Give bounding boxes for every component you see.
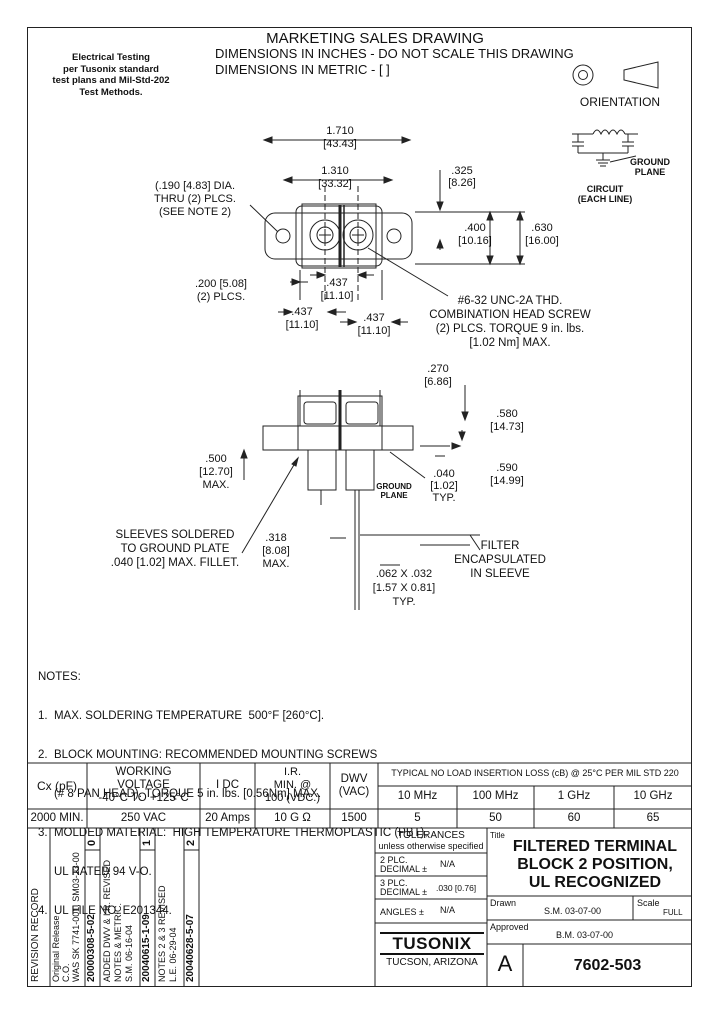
dim-590: .590[14.99] bbox=[490, 462, 524, 487]
circuit-label: CIRCUIT (EACH LINE) bbox=[577, 184, 633, 204]
dim-040: .040[1.02]TYP. bbox=[430, 468, 458, 504]
screw-note: #6-32 UNC-2A THD.COMBINATION HEAD SCREW(… bbox=[429, 295, 591, 349]
tusonix-logo: TUSONIX bbox=[380, 932, 484, 955]
cell-idc: 20 Amps bbox=[205, 812, 250, 824]
dim-580: .580[14.73] bbox=[490, 408, 524, 433]
revision-code-0: 20000308-5-02 bbox=[86, 914, 97, 982]
drawn-value: S.M. 03-07-00 bbox=[544, 906, 602, 916]
dimension-note: DIMENSIONS IN INCHES - DO NOT SCALE THIS… bbox=[215, 46, 574, 61]
approved-value: B.M. 03-07-00 bbox=[556, 930, 614, 940]
approved-label: Approved bbox=[490, 922, 529, 932]
tol-2plc-label: 2 PLC.DECIMAL ± bbox=[380, 855, 428, 874]
cell-ir: 10 G Ω bbox=[274, 812, 311, 824]
col-cx-header: Cx (pF) bbox=[37, 779, 77, 793]
revision-rev-0: 0 bbox=[86, 839, 98, 846]
tol-angles-label: ANGLES ± bbox=[380, 907, 424, 917]
note-item: 2. BLOCK MOUNTING: RECOMMENDED MOUNTING … bbox=[38, 749, 378, 761]
ground-plane-label: GROUND PLANE bbox=[630, 157, 670, 177]
cell-cx: 2000 MIN. bbox=[30, 812, 84, 824]
testing-note: Electrical Testing per Tusonix standard … bbox=[52, 52, 170, 98]
revision-letter: A bbox=[497, 951, 513, 976]
cell-loss-10ghz: 65 bbox=[646, 812, 660, 824]
drawn-label: Drawn bbox=[490, 898, 517, 908]
tol-angles-value: N/A bbox=[440, 905, 456, 915]
freq-10ghz: 10 GHz bbox=[633, 790, 673, 802]
revision-original: Original Release bbox=[51, 915, 61, 982]
tol-2plc-value: N/A bbox=[440, 859, 456, 869]
revision-notes-metric: NOTES & METRIC. bbox=[113, 902, 123, 982]
circuit-schematic bbox=[572, 129, 638, 167]
col-dwv-header: DWV(VAC) bbox=[338, 773, 370, 798]
dim-437-a: .437[11.10] bbox=[320, 277, 354, 302]
revision-code-1: 20040615-1-09 bbox=[141, 914, 152, 982]
tol-3plc-value: .030 [0.76] bbox=[436, 883, 477, 893]
dim-500: .500[12.70]MAX. bbox=[199, 453, 233, 491]
col-idc-header: I DC bbox=[216, 779, 239, 791]
dim-1310: 1.310[33.32] bbox=[318, 165, 352, 190]
dim-630: .630[16.00] bbox=[525, 222, 559, 247]
dim-062: .062 X .032[1.57 X 0.81]TYP. bbox=[372, 568, 436, 608]
dim-325: .325[8.26] bbox=[448, 165, 476, 189]
notes-title: NOTES: bbox=[38, 671, 81, 683]
revision-was: WAS SK 7741-001, SM03-13-00 bbox=[71, 852, 81, 982]
cell-dwv: 1500 bbox=[341, 812, 367, 824]
cell-loss-1ghz: 60 bbox=[567, 812, 581, 824]
cell-loss-10mhz: 5 bbox=[414, 812, 421, 824]
title-label: Title bbox=[490, 831, 505, 840]
note-item: 1. MAX. SOLDERING TEMPERATURE 500°F [260… bbox=[38, 710, 325, 722]
note-item: 4. UL FILE NO. E201344. bbox=[38, 905, 172, 917]
tol-3plc-label: 3 PLC.DECIMAL ± bbox=[380, 878, 428, 897]
freq-100mhz: 100 MHz bbox=[472, 790, 519, 802]
drawing-title: MARKETING SALES DRAWING bbox=[266, 30, 484, 47]
revision-record-label: REVISION RECORD bbox=[30, 888, 41, 982]
dim-dia-note: (.190 [4.83] DIA.THRU (2) PLCS.(SEE NOTE… bbox=[154, 180, 236, 218]
revision-code-2: 20040628-5-07 bbox=[185, 914, 196, 982]
scale-label: Scale bbox=[637, 898, 660, 908]
tolerances-title: TOLERANCES bbox=[397, 830, 465, 841]
cell-loss-100mhz: 50 bbox=[489, 812, 502, 824]
revision-rev-2: 2 bbox=[185, 839, 197, 846]
top-view-drawing bbox=[249, 136, 525, 326]
revision-co: C.O. bbox=[61, 963, 71, 982]
revision-rev-1: 1 bbox=[141, 839, 153, 846]
dim-1710: 1.710[43.43] bbox=[323, 125, 357, 150]
dim-400: .400[10.16] bbox=[458, 222, 492, 247]
dim-200: .200 [5.08](2) PLCS. bbox=[195, 278, 247, 303]
drawing-frame bbox=[27, 27, 692, 987]
freq-1ghz: 1 GHz bbox=[557, 790, 591, 802]
orientation-label: ORIENTATION bbox=[579, 95, 661, 109]
freq-10mhz: 10 MHz bbox=[397, 790, 438, 802]
metric-note: DIMENSIONS IN METRIC - [ ] bbox=[215, 62, 390, 77]
scale-value: FULL bbox=[663, 908, 683, 917]
cell-voltage: 250 VAC bbox=[120, 812, 167, 824]
side-view-drawing bbox=[240, 385, 481, 610]
note-item: (# 8 PAN HEAD). TORQUE 5 in. lbs. [0.56N… bbox=[38, 788, 322, 800]
tusonix-location: TUCSON, ARIZONA bbox=[386, 957, 478, 968]
part-number: 7602-503 bbox=[573, 957, 642, 974]
col-ir-header: I.R.MIN. @100 (VDC.) bbox=[264, 766, 321, 804]
notes-block: NOTES: 1. MAX. SOLDERING TEMPERATURE 500… bbox=[38, 645, 428, 931]
col-insertion-loss-header: TYPICAL NO LOAD INSERTION LOSS (cB) @ 25… bbox=[391, 768, 679, 778]
revision-added: ADDED DWV & I.R. REVISED bbox=[102, 859, 112, 982]
revision-sm: S.M. 06-16-04 bbox=[124, 924, 134, 982]
dim-437-c: .437[11.10] bbox=[357, 312, 391, 337]
tolerances-subtitle: unless otherwise specified bbox=[378, 841, 484, 851]
note-item: 3. MOLDED MATERIAL: HIGH TEMPERATURE THE… bbox=[38, 827, 428, 839]
dim-437-b: .437[11.10] bbox=[285, 306, 319, 331]
revision-le: L.E. 06-29-04 bbox=[168, 927, 178, 982]
dim-318: .318[8.08]MAX. bbox=[262, 532, 290, 570]
revision-notes-revised: NOTES 2 & 3 REVISED bbox=[157, 885, 167, 982]
orientation-symbol bbox=[572, 61, 659, 89]
dim-270: .270[6.86] bbox=[424, 363, 452, 388]
